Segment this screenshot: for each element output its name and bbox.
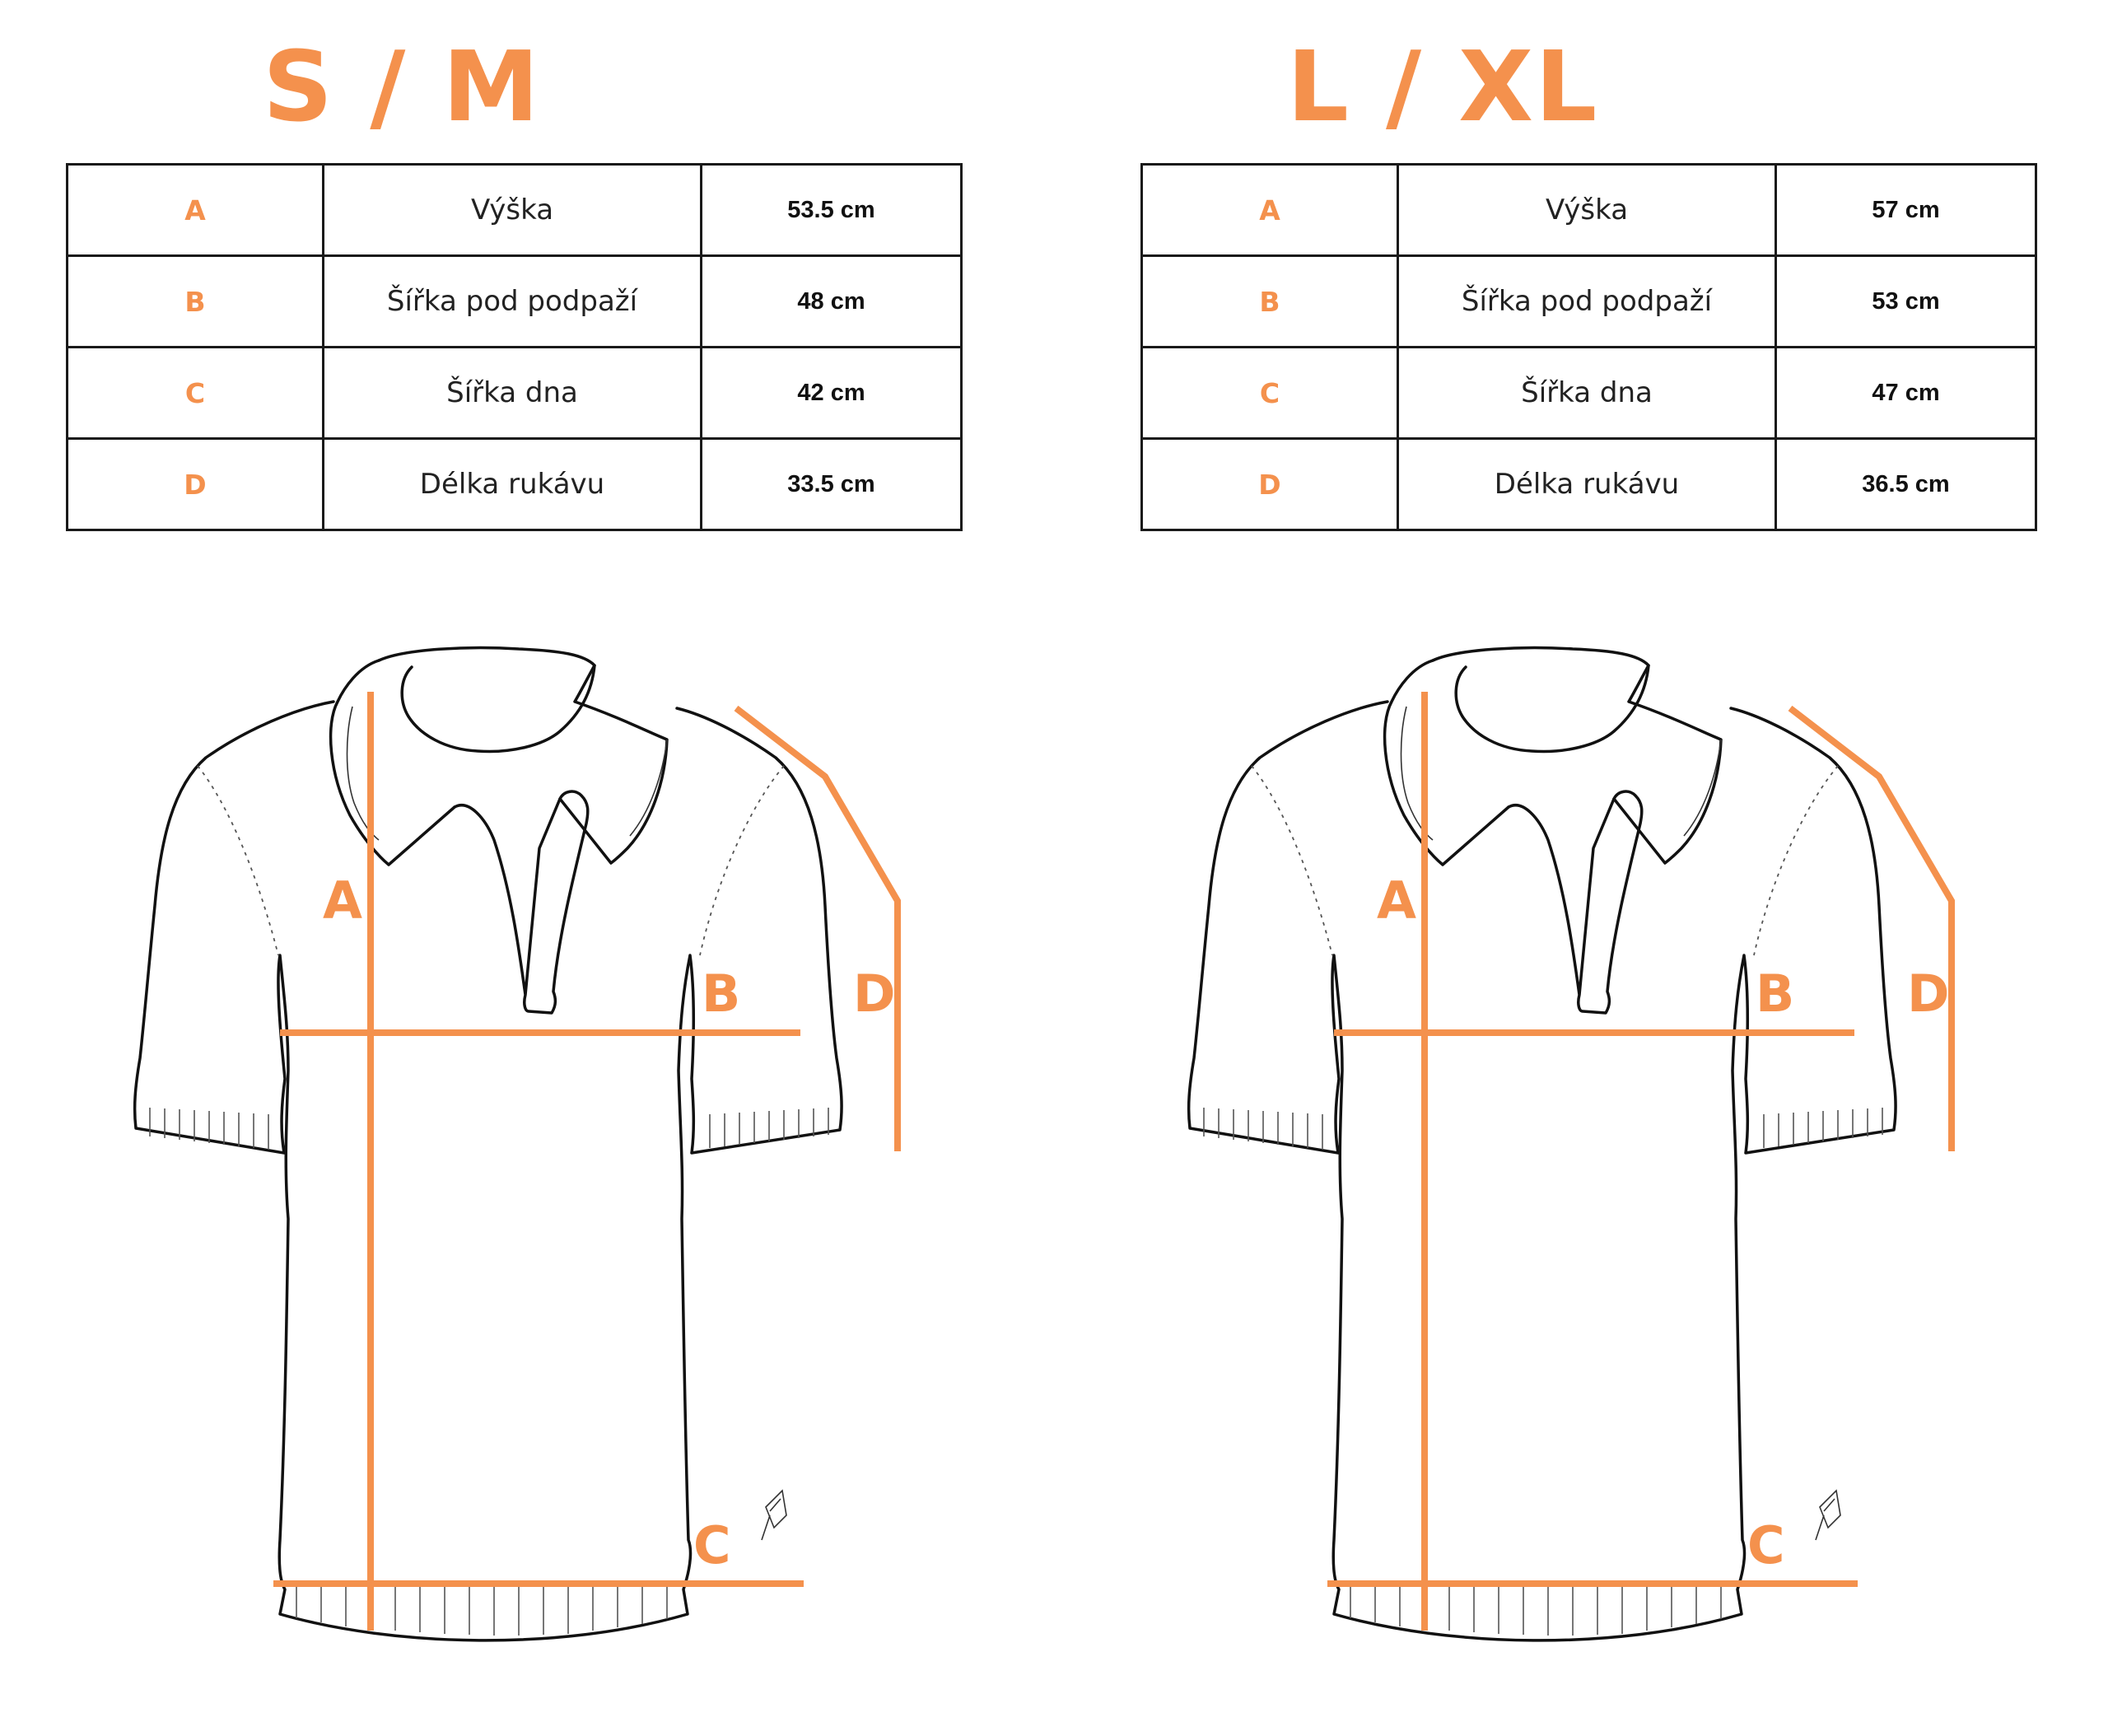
measure-label-a: A (323, 870, 362, 931)
measure-label: Výška (1397, 163, 1777, 257)
size-title: S / M (263, 30, 541, 143)
hem-rib (1350, 1581, 1722, 1636)
brand-logo-icon (1815, 1489, 1841, 1541)
measure-value: 53.5 cm (700, 163, 963, 257)
polo-shirt-diagram-icon: A B C D (1187, 646, 1955, 1642)
measure-label: Šířka dna (322, 346, 702, 440)
collar-back (1431, 646, 1650, 754)
size-table: A Výška 57 cm B Šířka pod podpaží 53 cm … (1140, 163, 2037, 531)
measure-label-d: D (853, 964, 895, 1024)
collar-right (558, 664, 669, 865)
table-row: D Délka rukávu 36.5 cm (1140, 437, 2037, 531)
table-row: C Šířka dna 47 cm (1140, 346, 2037, 440)
sleeve-seam-left (197, 765, 279, 956)
measure-line-d (734, 705, 901, 1151)
polo-shirt-diagram-icon: A B C D (133, 646, 901, 1642)
table-row: C Šířka dna 42 cm (66, 346, 963, 440)
measure-letter: B (1140, 254, 1399, 348)
measure-letter: B (66, 254, 324, 348)
measure-value: 47 cm (1775, 346, 2037, 440)
cuff-rib-left (1203, 1108, 1323, 1150)
collar-left (329, 659, 456, 866)
measure-label: Šířka pod podpaží (1397, 254, 1777, 348)
measure-label-a: A (1377, 870, 1416, 931)
cuff-rib-left (149, 1108, 269, 1150)
table-row: B Šířka pod podpaží 48 cm (66, 254, 963, 348)
size-title: L / XL (1286, 30, 1599, 143)
measure-label: Délka rukávu (322, 437, 702, 531)
brand-logo-icon (761, 1489, 787, 1541)
shirt-outline (133, 700, 843, 1642)
measure-label-d: D (1907, 964, 1949, 1024)
collar-right (1612, 664, 1723, 865)
measure-label-b: B (702, 964, 740, 1024)
measure-value: 33.5 cm (700, 437, 963, 531)
measure-label: Šířka dna (1397, 346, 1777, 440)
measure-label: Šířka pod podpaží (322, 254, 702, 348)
size-table: A Výška 53.5 cm B Šířka pod podpaží 48 c… (66, 163, 963, 531)
measure-label-c: C (693, 1515, 731, 1575)
sleeve-seam-right (699, 765, 785, 956)
measure-line-d (1788, 705, 1955, 1151)
measure-letter: C (66, 346, 324, 440)
measure-value: 57 cm (1775, 163, 2037, 257)
size-panel-s-m: S / M A Výška 53.5 cm B Šířka pod podpaž… (66, 30, 963, 1642)
measure-label-c: C (1747, 1515, 1785, 1575)
collar-left (1383, 659, 1510, 866)
measure-label: Výška (322, 163, 702, 257)
measure-letter: C (1140, 346, 1399, 440)
cuff-rib-right (709, 1108, 829, 1148)
measure-letter: D (66, 437, 324, 531)
measure-letter: A (66, 163, 324, 257)
measure-letter: D (1140, 437, 1399, 531)
placket (453, 790, 590, 1015)
measure-label-b: B (1756, 964, 1794, 1024)
placket (1507, 790, 1644, 1015)
measure-label: Délka rukávu (1397, 437, 1777, 531)
sleeve-seam-right (1753, 765, 1839, 956)
measure-value: 48 cm (700, 254, 963, 348)
hem-rib (296, 1581, 668, 1636)
measure-value: 42 cm (700, 346, 963, 440)
table-row: A Výška 53.5 cm (66, 163, 963, 257)
collar-back (377, 646, 596, 754)
measure-letter: A (1140, 163, 1399, 257)
shirt-outline (1187, 700, 1897, 1642)
table-row: B Šířka pod podpaží 53 cm (1140, 254, 2037, 348)
table-row: A Výška 57 cm (1140, 163, 2037, 257)
sleeve-seam-left (1251, 765, 1333, 956)
measure-value: 53 cm (1775, 254, 2037, 348)
cuff-rib-right (1763, 1108, 1883, 1148)
measure-value: 36.5 cm (1775, 437, 2037, 531)
table-row: D Délka rukávu 33.5 cm (66, 437, 963, 531)
size-panel-l-xl: L / XL A Výška 57 cm B Šířka pod podpaží… (1054, 0, 2108, 1736)
